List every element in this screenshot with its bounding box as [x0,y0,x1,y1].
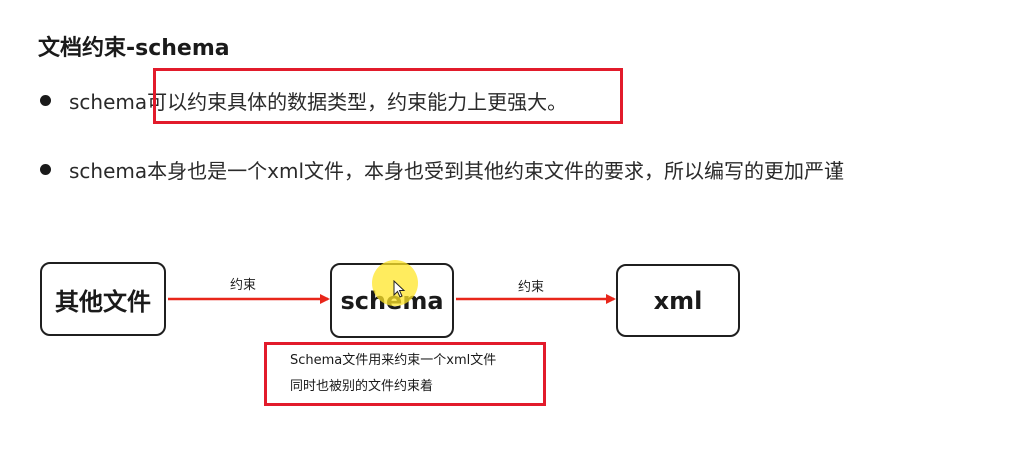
highlight-box [153,68,623,124]
node-schema: schema [330,263,454,338]
node-other-files: 其他文件 [40,262,166,336]
bullet-dot-icon [40,164,51,175]
node-xml: xml [616,264,740,337]
bullet-dot-icon [40,95,51,106]
note-line-1: Schema文件用来约束一个xml文件 [290,353,497,368]
bullet-item-2: schema本身也是一个xml文件，本身也受到其他约束文件的要求，所以编写的更加… [40,155,844,184]
slide-title: 文档约束-schema [38,36,230,61]
edge-label-2: 约束 [518,280,545,295]
note-line-2: 同时也被别的文件约束着 [290,379,434,394]
bullet-item-1: schema可以约束具体的数据类型，约束能力上更强大。 [40,86,567,115]
note-box [264,342,546,406]
cursor-arrow-icon [393,280,406,298]
edge-label-1: 约束 [230,278,257,293]
bullet-text-2: schema本身也是一个xml文件，本身也受到其他约束文件的要求，所以编写的更加… [69,159,845,183]
bullet-text-1: schema可以约束具体的数据类型，约束能力上更强大。 [69,90,568,114]
